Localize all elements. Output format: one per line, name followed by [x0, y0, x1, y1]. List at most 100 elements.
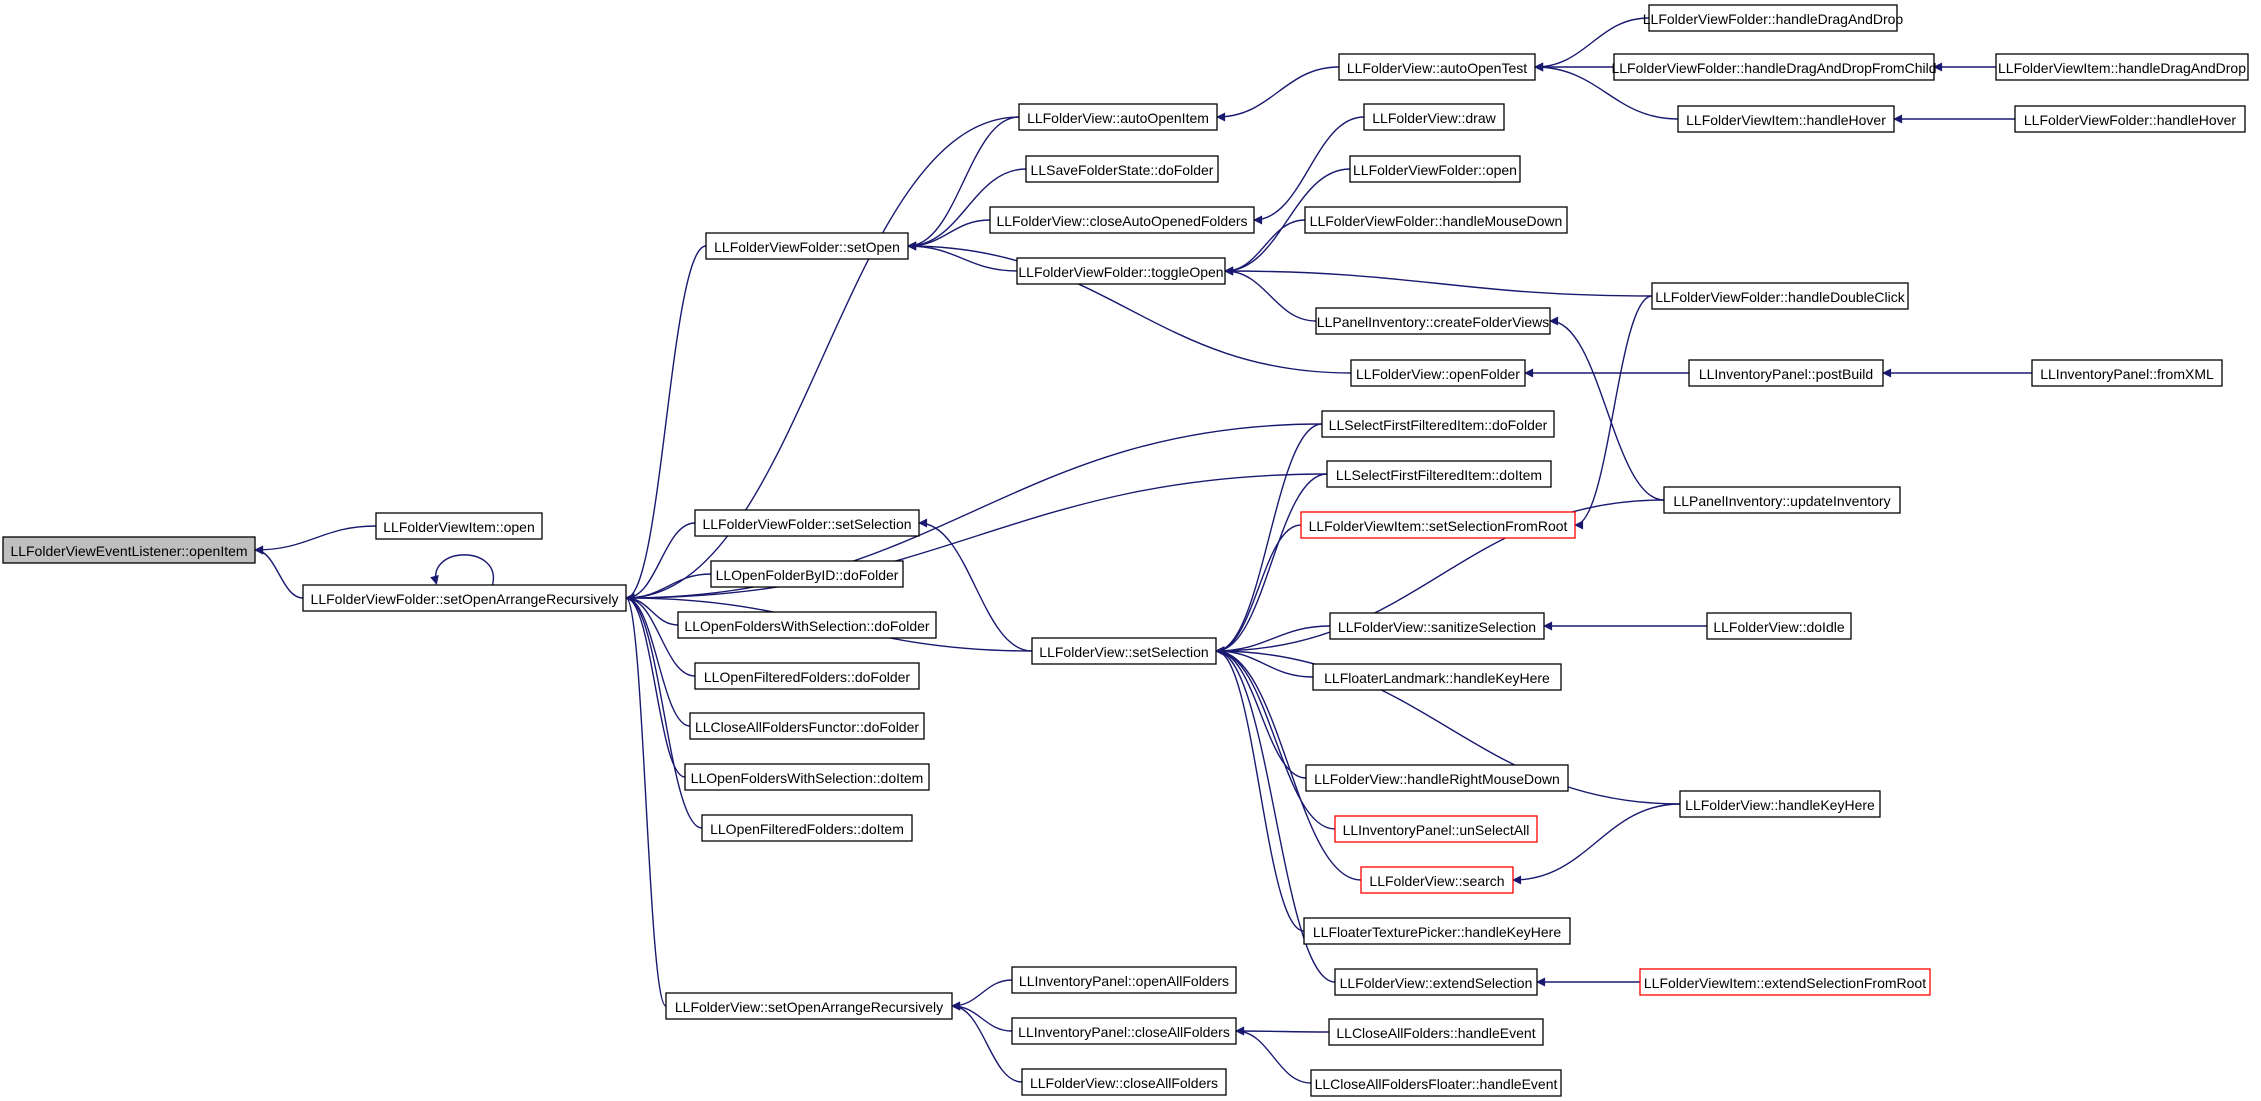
node-label: LLFolderViewFolder::handleDragAndDropFro…: [1611, 60, 1936, 76]
edge-n_texpicker-to-n_fv_setsel: [1215, 646, 1305, 932]
node-label: LLFolderView::closeAutoOpenedFolders: [996, 213, 1247, 229]
node-n-fvi-selroot[interactable]: LLFolderViewItem::setSelectionFromRoot: [1300, 511, 1576, 539]
node-label: LLFolderView::extendSelection: [1340, 975, 1533, 991]
node-n-createviews[interactable]: LLPanelInventory::createFolderViews: [1315, 307, 1551, 335]
node-n-fvf-setsel[interactable]: LLFolderViewFolder::setSelection: [694, 509, 920, 537]
edge-n_sffi_df-to-n_fv_setsel: [1215, 423, 1323, 656]
node-n-extselroot[interactable]: LLFolderViewItem::extendSelectionFromRoo…: [1639, 968, 1931, 996]
node-n-fromxml[interactable]: LLInventoryPanel::fromXML: [2031, 359, 2223, 387]
node-n-unselectall[interactable]: LLInventoryPanel::unSelectAll: [1334, 815, 1538, 843]
node-n-fv-setsel[interactable]: LLFolderView::setSelection: [1031, 637, 1217, 665]
node-n-off-df[interactable]: LLOpenFilteredFolders::doFolder: [694, 662, 920, 690]
node-n-fv-soar[interactable]: LLFolderView::setOpenArrangeRecursively: [665, 992, 953, 1020]
edge-n_rmousedown-to-n_fv_setsel: [1215, 646, 1307, 779]
node-n-ip-closeall[interactable]: LLInventoryPanel::closeAllFolders: [1011, 1017, 1237, 1045]
node-n-ip-openall[interactable]: LLInventoryPanel::openAllFolders: [1011, 966, 1237, 994]
node-n-landmark[interactable]: LLFloaterLandmark::handleKeyHere: [1312, 663, 1562, 691]
node-label: LLInventoryPanel::postBuild: [1699, 366, 1873, 382]
node-n-sanitize[interactable]: LLFolderView::sanitizeSelection: [1329, 612, 1545, 640]
node-n-caff-he[interactable]: LLCloseAllFoldersFloater::handleEvent: [1310, 1069, 1562, 1097]
node-box: [1363, 103, 1505, 131]
node-n-ofws-di[interactable]: LLOpenFoldersWithSelection::doItem: [684, 763, 930, 791]
edge-n_sffi_di-to-n_fv_setsel: [1215, 473, 1328, 656]
edge-n_off_di-to-n_svoar: [625, 593, 703, 829]
node-label: LLFolderView::autoOpenItem: [1027, 110, 1209, 126]
node-label: LLInventoryPanel::fromXML: [2040, 366, 2214, 382]
node-n-rmousedown[interactable]: LLFolderView::handleRightMouseDown: [1305, 764, 1569, 792]
node-box: [1328, 1018, 1544, 1046]
node-box: [1338, 53, 1536, 81]
node-n-setopen[interactable]: LLFolderViewFolder::setOpen: [705, 232, 909, 260]
edge-n_fvf_dblclick-to-n_toggleopen: [1224, 266, 1653, 297]
node-n-fvf-dnd[interactable]: LLFolderViewFolder::handleDragAndDrop: [1643, 4, 1904, 32]
node-label: LLFolderView::autoOpenTest: [1347, 60, 1527, 76]
node-label: LLFolderView::openFolder: [1356, 366, 1520, 382]
node-n-off-di[interactable]: LLOpenFilteredFolders::doItem: [701, 814, 913, 842]
edge-n_setopen-to-n_svoar: [625, 245, 707, 603]
node-box: [989, 206, 1255, 234]
node-n-updateinv[interactable]: LLPanelInventory::updateInventory: [1663, 486, 1901, 514]
node-n-closeauto[interactable]: LLFolderView::closeAutoOpenedFolders: [989, 206, 1255, 234]
node-n-svoar[interactable]: LLFolderViewFolder::setOpenArrangeRecurs…: [302, 584, 627, 612]
edge-n_fvf_dnd-to-n_autoopentest: [1534, 17, 1650, 72]
node-n-toggleopen[interactable]: LLFolderViewFolder::toggleOpen: [1016, 257, 1226, 285]
node-n-fvf-mousedown[interactable]: LLFolderViewFolder::handleMouseDown: [1304, 206, 1568, 234]
node-n-sffi-df[interactable]: LLSelectFirstFilteredItem::doFolder: [1321, 410, 1555, 438]
edge-n_openfolder-to-n_setopen: [907, 241, 1352, 374]
node-box: [1011, 1017, 1237, 1045]
node-box: [694, 509, 920, 537]
node-n-doidle[interactable]: LLFolderView::doIdle: [1706, 612, 1852, 640]
node-n-fv-closeall[interactable]: LLFolderView::closeAllFolders: [1021, 1068, 1227, 1096]
node-n-cafunc[interactable]: LLCloseAllFoldersFunctor::doFolder: [689, 712, 925, 740]
edge-n_autoopenitem-to-n_setopen: [907, 116, 1020, 251]
edge-n_extendsel-to-n_fv_setsel: [1215, 646, 1336, 983]
node-n-fvi-dnd[interactable]: LLFolderViewItem::handleDragAndDrop: [1995, 53, 2249, 81]
node-label: LLFolderView::closeAllFolders: [1030, 1075, 1218, 1091]
node-box: [1300, 511, 1576, 539]
node-label: LLFloaterTexturePicker::handleKeyHere: [1313, 924, 1561, 940]
node-n-sffi-di[interactable]: LLSelectFirstFilteredItem::doItem: [1326, 460, 1552, 488]
node-n-postbuild[interactable]: LLInventoryPanel::postBuild: [1688, 359, 1884, 387]
edge-n_caff_he-to-n_ip_closeall: [1235, 1026, 1312, 1084]
node-n-openfolder[interactable]: LLFolderView::openFolder: [1350, 359, 1526, 387]
node-box: [1315, 307, 1551, 335]
node-box: [1651, 282, 1909, 310]
node-box: [1329, 612, 1545, 640]
node-label: LLFolderView::handleRightMouseDown: [1314, 771, 1560, 787]
node-n-fv-keyhere[interactable]: LLFolderView::handleKeyHere: [1679, 790, 1881, 818]
node-label: LLCloseAllFolders::handleEvent: [1336, 1025, 1535, 1041]
node-n-fv-draw[interactable]: LLFolderView::draw: [1363, 103, 1505, 131]
node-n-fvf-dblclick[interactable]: LLFolderViewFolder::handleDoubleClick: [1651, 282, 1909, 310]
edge-n_unselectall-to-n_fv_setsel: [1215, 646, 1336, 830]
edge-n_fvf_dblclick-to-n_fvi_selroot: [1574, 295, 1653, 530]
edge-n_ip_openall-to-n_fv_soar: [951, 979, 1013, 1011]
edge-n_ofws_di-to-n_svoar: [625, 593, 686, 778]
node-n-fvf-hover[interactable]: LLFolderViewFolder::handleHover: [2014, 105, 2246, 133]
node-label: LLFolderViewFolder::handleMouseDown: [1310, 213, 1563, 229]
node-n-cafolders-he[interactable]: LLCloseAllFolders::handleEvent: [1328, 1018, 1544, 1046]
node-box: [2031, 359, 2223, 387]
node-n-root[interactable]: LLFolderViewEventListener::openItem: [2, 536, 256, 564]
node-box: [1350, 359, 1526, 387]
node-label: LLFolderViewFolder::handleDragAndDrop: [1643, 11, 1904, 27]
node-n-fvi-open[interactable]: LLFolderViewItem::open: [375, 512, 543, 540]
node-n-fvi-hover[interactable]: LLFolderViewItem::handleHover: [1677, 105, 1895, 133]
node-n-fvf-dndchild[interactable]: LLFolderViewFolder::handleDragAndDropFro…: [1611, 53, 1937, 81]
node-label: LLCloseAllFoldersFloater::handleEvent: [1315, 1076, 1558, 1092]
node-label: LLFolderView::setSelection: [1039, 644, 1208, 660]
node-n-ofws-df[interactable]: LLOpenFoldersWithSelection::doFolder: [677, 611, 937, 639]
node-n-texpicker[interactable]: LLFloaterTexturePicker::handleKeyHere: [1303, 917, 1571, 945]
node-n-autoopenitem[interactable]: LLFolderView::autoOpenItem: [1018, 103, 1218, 131]
node-box: [1016, 257, 1226, 285]
node-label: LLFolderView::handleKeyHere: [1685, 797, 1875, 813]
node-n-autoopentest[interactable]: LLFolderView::autoOpenTest: [1338, 53, 1536, 81]
node-n-extendsel[interactable]: LLFolderView::extendSelection: [1334, 968, 1538, 996]
node-n-savestate[interactable]: LLSaveFolderState::doFolder: [1025, 155, 1219, 183]
node-box: [1025, 155, 1219, 183]
node-n-fvf-open[interactable]: LLFolderViewFolder::open: [1349, 155, 1521, 183]
node-label: LLFolderViewFolder::open: [1353, 162, 1517, 178]
node-n-obid[interactable]: LLOpenFolderByID::doFolder: [710, 560, 904, 588]
edge-n_fv_closeall-to-n_fv_soar: [951, 1001, 1023, 1083]
node-n-search[interactable]: LLFolderView::search: [1360, 866, 1514, 894]
node-label: LLFolderViewFolder::handleDoubleClick: [1655, 289, 1906, 305]
